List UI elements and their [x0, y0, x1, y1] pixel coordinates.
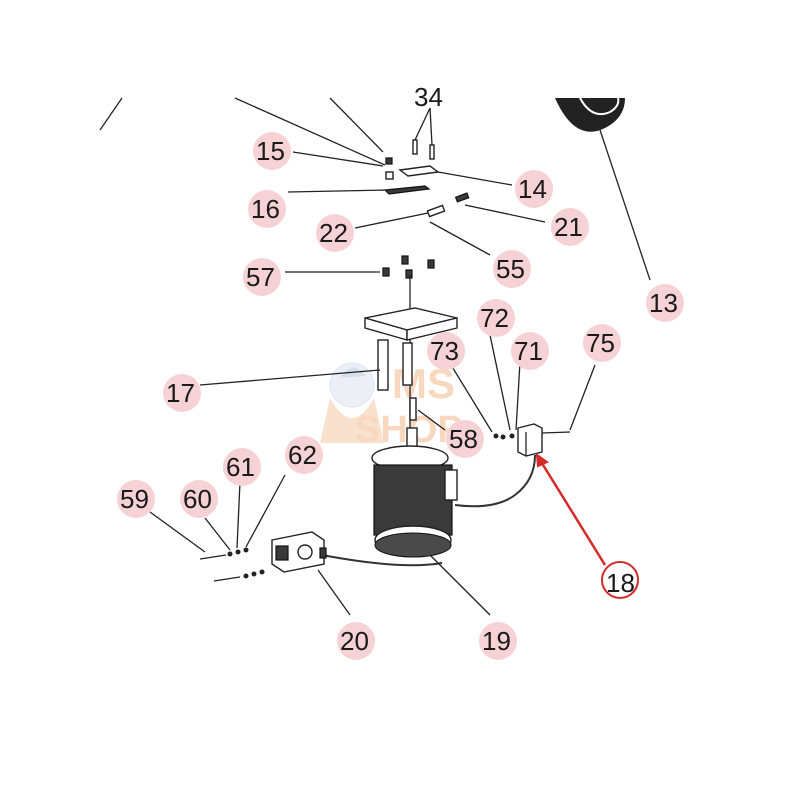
cable-motor-to-switch — [321, 554, 443, 567]
part-label-22: 22 — [319, 218, 348, 248]
part-21-pin — [454, 192, 470, 203]
part-19-motor — [371, 427, 458, 558]
part-label-58: 58 — [449, 424, 478, 454]
leader-line — [329, 97, 384, 153]
parts-59-62-fasteners — [199, 547, 265, 582]
part-label-15: 15 — [256, 136, 285, 166]
part-57-screws — [382, 255, 435, 279]
cable-motor-to-box — [454, 454, 536, 508]
part-75-screw — [541, 431, 571, 434]
leader-lines — [149, 129, 651, 616]
part-label-34: 34 — [414, 82, 443, 112]
label-bubble — [551, 208, 589, 246]
highlight-arrow — [535, 452, 639, 599]
part-label-21: 21 — [554, 212, 583, 242]
label-bubble — [446, 420, 484, 458]
part-label-20: 20 — [340, 626, 369, 656]
part-label-55: 55 — [496, 254, 525, 284]
part-label-19: 19 — [482, 626, 511, 656]
label-bubble — [316, 214, 354, 252]
label-bubble — [223, 448, 261, 486]
label-bubble — [180, 480, 218, 518]
label-bubble — [479, 622, 517, 660]
part-label-18: 18 — [606, 568, 635, 598]
part-label-60: 60 — [183, 484, 212, 514]
label-bubble — [493, 250, 531, 288]
part-label-72: 72 — [480, 303, 509, 333]
part-label-16: 16 — [251, 194, 280, 224]
label-bubble — [243, 258, 281, 296]
parts-71-72-73-fasteners — [493, 433, 515, 440]
part-22-pin — [426, 204, 446, 218]
label-bubble — [515, 170, 553, 208]
part-label-73: 73 — [430, 336, 459, 366]
part-18-box — [517, 423, 543, 457]
part-label-57: 57 — [246, 262, 275, 292]
part-13-wheel — [555, 97, 625, 132]
label-bubble — [427, 332, 465, 370]
part-label-14: 14 — [518, 174, 547, 204]
label-bubble — [117, 480, 155, 518]
part-label-61: 61 — [226, 452, 255, 482]
part-label-75: 75 — [586, 328, 615, 358]
leader-line — [99, 97, 123, 131]
part-20-switch — [271, 531, 327, 573]
part-15-washer — [385, 171, 394, 180]
label-bubble — [163, 374, 201, 412]
part-label-59: 59 — [120, 484, 149, 514]
label-bubble — [583, 324, 621, 362]
part-label-71: 71 — [514, 336, 543, 366]
label-bubble — [646, 284, 684, 322]
label-bubble — [511, 332, 549, 370]
label-bubble — [477, 299, 515, 337]
label-bubble — [248, 190, 286, 228]
label-bubble — [253, 132, 291, 170]
leader-line — [234, 97, 386, 166]
label-bubble — [285, 436, 323, 474]
part-15-nut — [385, 157, 393, 165]
part-label-13: 13 — [649, 288, 678, 318]
part-label-62: 62 — [288, 440, 317, 470]
part-16-bar — [383, 185, 431, 195]
label-bubble — [337, 622, 375, 660]
part-17-mount — [364, 275, 458, 460]
part-number-labels: 34 15 14 16 21 22 55 13 57 72 73 71 75 17 58 61 62 59 60 18… — [117, 82, 684, 660]
part-label-17: 17 — [166, 378, 195, 408]
